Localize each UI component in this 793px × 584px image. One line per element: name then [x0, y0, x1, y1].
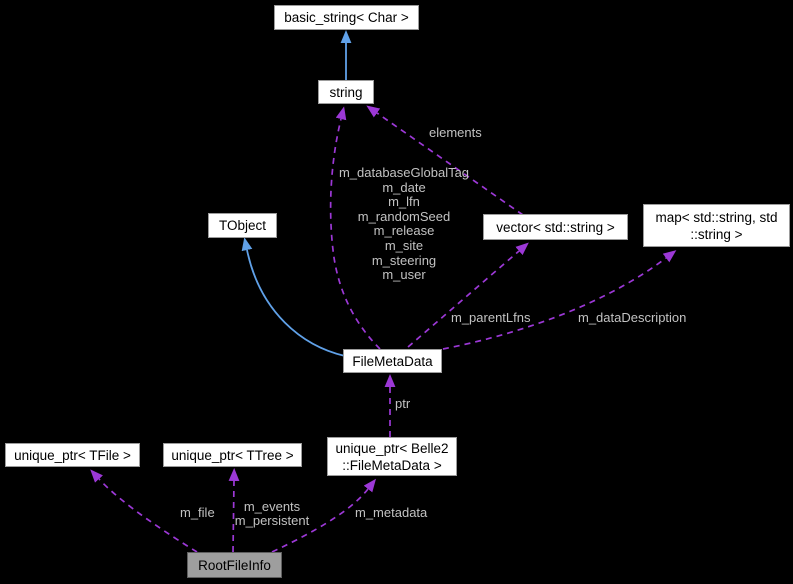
edge-label-filemetadata-string-fields: m_databaseGlobalTag m_date m_lfn m_rando… — [329, 165, 479, 283]
node-tobject[interactable]: TObject — [208, 213, 277, 238]
edge-label-m-events-persistent: m_events m_persistent — [222, 500, 322, 528]
node-map-label-line1: map< std::string, std — [655, 209, 778, 225]
node-string[interactable]: string — [318, 80, 374, 104]
edge-usage-filemetadata-to-map — [442, 250, 677, 350]
edge-usage-vector-to-string-elements — [366, 105, 524, 216]
node-unique-ptr-tfile-label: unique_ptr< TFile > — [14, 447, 131, 463]
edge-label-field: m_steering — [371, 252, 437, 268]
edge-label-field: m_date — [382, 179, 426, 195]
edge-label-field: m_release — [373, 223, 435, 239]
edge-usage-filemetadata-to-string — [329, 106, 381, 350]
node-filemetadata-label: FileMetaData — [352, 353, 433, 369]
node-unique-ptr-ttree-label: unique_ptr< TTree > — [171, 447, 294, 463]
edge-label-field: m_lfn — [388, 194, 420, 210]
node-unique-ptr-ttree[interactable]: unique_ptr< TTree > — [163, 443, 302, 467]
node-map-label-line2: ::string > — [690, 226, 743, 242]
node-rootfileinfo-label: RootFileInfo — [198, 557, 271, 573]
edge-label-elements: elements — [429, 125, 482, 140]
edge-inheritance-filemetadata-to-tobject — [241, 237, 346, 357]
edge-label-m-data-description: m_dataDescription — [578, 310, 687, 325]
node-basic-string-label: basic_string< Char > — [284, 10, 409, 25]
edge-label-ptr: ptr — [395, 396, 411, 411]
node-map-std-string[interactable]: map< std::string, std ::string > — [643, 204, 790, 247]
node-unique-ptr-tfile[interactable]: unique_ptr< TFile > — [5, 443, 140, 467]
node-rootfileinfo-current: RootFileInfo — [187, 552, 282, 578]
node-vector-label: vector< std::string > — [496, 219, 615, 235]
edge-usage-filemetadata-to-vector — [407, 242, 529, 348]
edge-label-m-events: m_events — [243, 499, 301, 514]
edge-usage-rootfileinfo-to-ttree — [228, 468, 240, 553]
edge-label-m-parent-lfns: m_parentLfns — [451, 310, 531, 325]
edge-usage-rootfileinfo-to-tfile — [90, 469, 198, 553]
edge-label-field: m_randomSeed — [357, 208, 451, 224]
edge-label-m-metadata: m_metadata — [355, 505, 428, 520]
edge-label-m-persistent: m_persistent — [234, 513, 310, 528]
edge-label-field: m_site — [384, 237, 424, 253]
edge-usage-rootfileinfo-to-uniqueptr-metadata — [271, 478, 377, 553]
node-unique-ptr-filemetadata-line2: ::FileMetaData > — [342, 457, 442, 473]
edge-label-m-file: m_file — [180, 505, 215, 520]
node-basic-string[interactable]: basic_string< Char > — [274, 5, 419, 30]
edge-label-field: m_databaseGlobalTag — [338, 165, 470, 180]
node-unique-ptr-filemetadata[interactable]: unique_ptr< Belle2 ::FileMetaData > — [327, 437, 457, 476]
node-tobject-label: TObject — [218, 218, 267, 233]
node-vector-std-string[interactable]: vector< std::string > — [483, 214, 628, 240]
node-unique-ptr-filemetadata-line1: unique_ptr< Belle2 — [335, 440, 449, 456]
node-filemetadata[interactable]: FileMetaData — [343, 349, 442, 373]
node-string-label: string — [329, 84, 363, 100]
edge-label-field: m_user — [382, 267, 426, 283]
